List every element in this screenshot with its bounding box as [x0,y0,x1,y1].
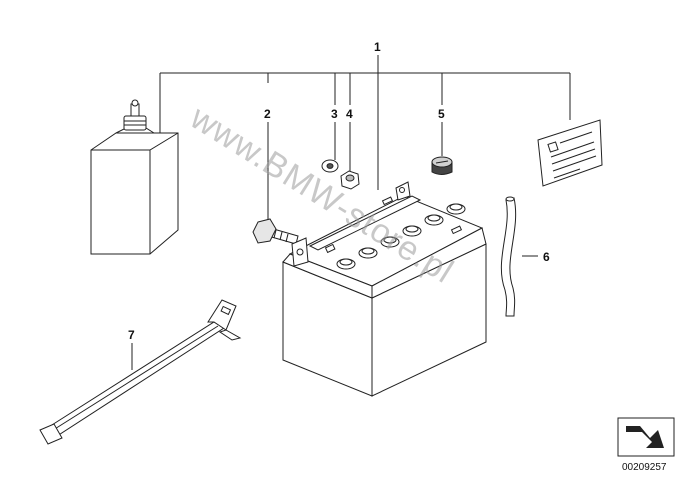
diagram-number: 00209257 [622,462,667,473]
leader-lines [131,55,571,370]
sheet-arrow-icon [617,417,675,457]
washer-icon [321,159,339,173]
bottle-icon [90,99,179,255]
hold-down-strap-icon [39,299,242,445]
callout-7: 7 [128,328,135,342]
callout-2: 2 [264,107,271,121]
bolt-icon [252,218,299,245]
battery-icon [282,181,487,397]
callout-3: 3 [331,107,338,121]
callout-1: 1 [374,40,381,54]
label-plate-icon [537,119,603,187]
callout-6: 6 [543,250,550,264]
callout-5: 5 [438,107,445,121]
vent-hose-icon [500,196,517,317]
nut-icon [340,170,360,190]
battery-cell-caps [336,203,466,270]
cell-plug-icon [431,156,453,175]
callout-4: 4 [346,107,353,121]
